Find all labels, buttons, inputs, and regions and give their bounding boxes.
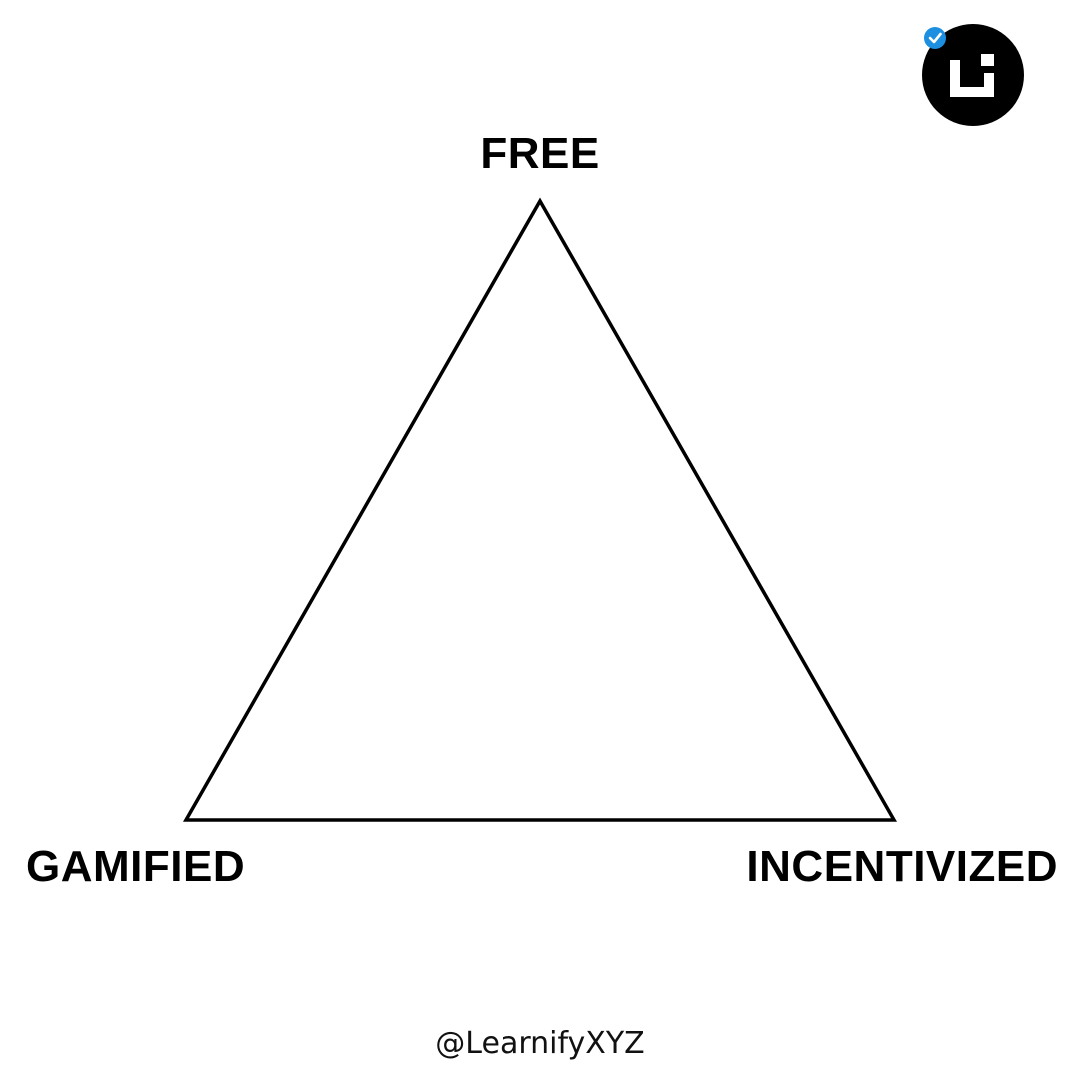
vertex-label-bottom-right: INCENTIVIZED xyxy=(746,842,1058,891)
triangle-outline xyxy=(182,197,898,822)
logo-dot xyxy=(981,54,994,66)
logo-mark xyxy=(950,60,994,97)
footer-handle: @LearnifyXYZ xyxy=(435,1026,645,1061)
logo-circle xyxy=(922,24,1024,126)
vertex-label-top: FREE xyxy=(480,129,600,178)
verified-check-icon xyxy=(924,27,946,49)
vertex-label-bottom-left: GAMIFIED xyxy=(26,842,246,891)
learnify-logo-icon xyxy=(922,24,1024,126)
